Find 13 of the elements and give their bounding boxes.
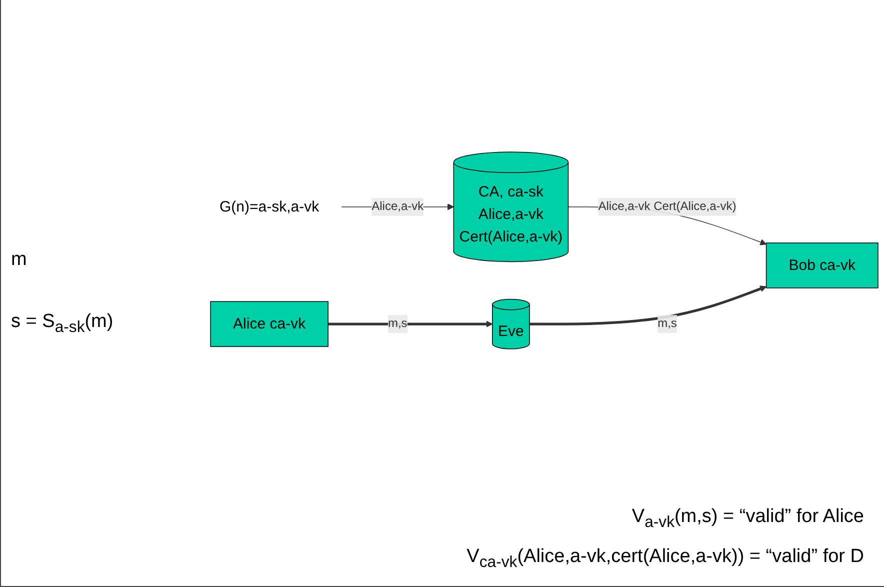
- edge-label: Alice,a-vk Cert(Alice,a-vk): [598, 200, 736, 213]
- arrow: [328, 320, 493, 328]
- edge-label: m,s: [388, 317, 408, 330]
- edge-label: m,s: [658, 317, 677, 330]
- note-text: m: [11, 249, 28, 272]
- arrow: [530, 285, 767, 326]
- node-box: Alice ca-vk: [210, 300, 328, 347]
- note-text: s = S$_{a-sk}$(m): [11, 311, 114, 337]
- edge-label: Alice,a-vk: [372, 200, 424, 213]
- node-box: Bob ca-vk: [766, 242, 878, 288]
- note-text: V$_{ca-vk}$(Alice,a-vk,cert(Alice,a-vk)) = “valid” for D: [466, 546, 864, 572]
- note-text: V$_{a-vk}$(m,s) = “valid” for Alice: [632, 506, 864, 532]
- node-text: G(n)=a-sk,a-vk: [220, 198, 320, 215]
